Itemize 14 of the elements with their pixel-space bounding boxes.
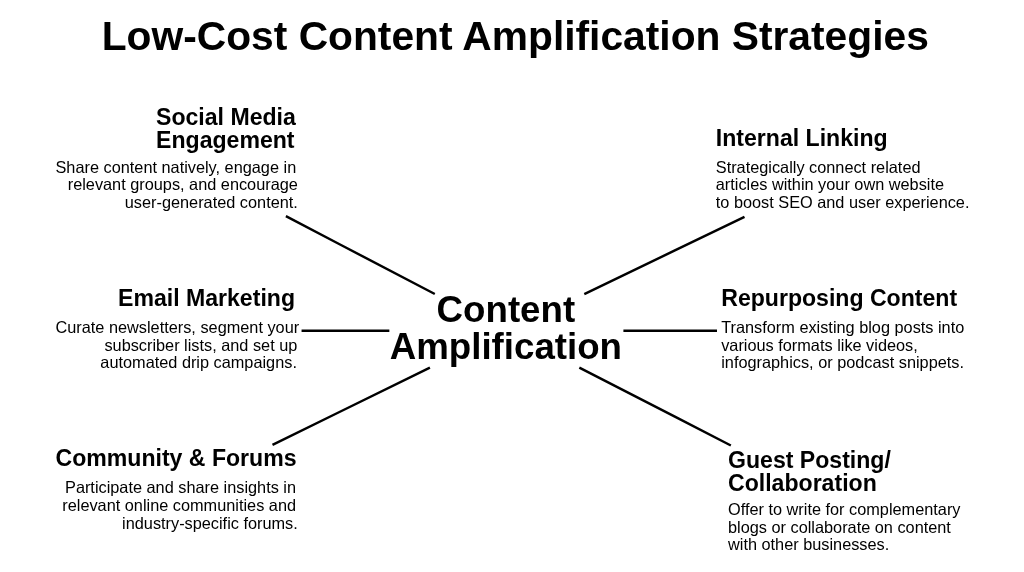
node-text: Repurposing Content Transform existing blog posts into various formats like videos, infographics, or podcast snippets. bbox=[721, 284, 965, 372]
connector bbox=[583, 215, 746, 296]
diagram-title: Low-Cost Content Amplification Strategies bbox=[101, 13, 929, 60]
connector bbox=[578, 366, 732, 447]
node-text: Email Marketing Curate newsletters, segment your subscriber lists, and set up automated drip campaigns. bbox=[55, 284, 300, 372]
connector bbox=[623, 329, 717, 333]
node-text: Community & Forums Participate and share insights in relevant online communities and industry-specific forums. bbox=[55, 445, 298, 532]
node-text: Internal Linking Strategically connect related articles within your own website to boost SEO and user experience. bbox=[715, 124, 970, 212]
connector bbox=[285, 215, 436, 296]
node-text: Content Amplification bbox=[389, 289, 622, 367]
node-text: Guest Posting/ Collaboration Offer to write for complementary blogs or collaborate on content with other businesses. bbox=[728, 446, 961, 554]
node-text: Social Media Engagement Share content natively, engage in relevant groups, and encourage user-generated content. bbox=[55, 104, 298, 212]
connector bbox=[301, 329, 390, 333]
connector bbox=[271, 366, 431, 446]
